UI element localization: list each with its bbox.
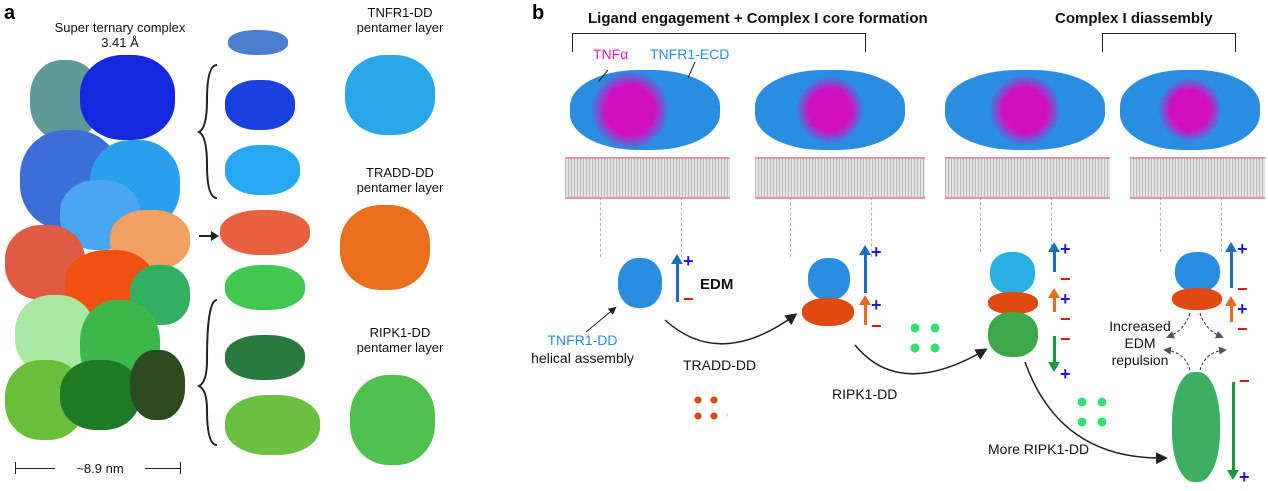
repulsion-label: Increased EDM repulsion <box>1109 318 1171 368</box>
more-ripk1-dd-label: More RIPK1-DD <box>988 441 1090 457</box>
edm-arrow-tnfr1 <box>1048 242 1060 272</box>
edm-arrow-tnfr1 <box>859 245 871 293</box>
plus-sign: + <box>1060 289 1071 309</box>
brace-bottom-icon <box>196 299 218 446</box>
minus-sign: − <box>1237 279 1248 299</box>
released-ripk1-filament <box>1172 372 1220 482</box>
minus-sign: − <box>1239 371 1250 391</box>
tnf-label: TNFα <box>593 46 629 62</box>
minus-sign: − <box>1237 319 1248 339</box>
plus-sign: + <box>871 295 882 315</box>
tradd-layer-top-view <box>340 205 430 290</box>
edm-arrow-tradd <box>859 295 871 325</box>
ripk1-dd-label: RIPK1-DD <box>832 386 898 402</box>
brace-top-icon <box>196 64 218 199</box>
edm-arrow-tradd <box>1048 288 1060 312</box>
plus-sign: + <box>1237 239 1248 259</box>
edm-arrow-tradd <box>1225 296 1237 322</box>
layer-label-ripk1: RIPK1-DD <box>369 325 431 340</box>
tradd-dd-label: TRADD-DD <box>683 357 757 373</box>
minus-sign: − <box>683 289 694 309</box>
stage2-bracket <box>1102 33 1236 52</box>
stage1-title: Ligand engagement + Complex I core forma… <box>588 10 928 27</box>
tnfr1-layer-top-view <box>345 55 435 135</box>
plus-sign: + <box>1239 467 1250 487</box>
layer-label-tnfr1: TNFR1-DD <box>367 5 433 20</box>
edm-arrow-1 <box>671 254 683 302</box>
panel-b-label: b <box>532 2 545 24</box>
stage2-title: Complex I diassembly <box>1055 10 1213 27</box>
more-ripk1-dd-monomers <box>1072 392 1114 432</box>
minus-sign: − <box>1060 309 1071 329</box>
ripk1-dd-monomers <box>905 318 950 358</box>
brace-icons <box>196 64 219 446</box>
minus-sign: − <box>871 316 882 336</box>
layer-sub-tnfr1: pentamer layer <box>356 20 444 35</box>
scale-bar-right-tick <box>180 462 181 474</box>
edm-arrow-ripk1 <box>1048 336 1060 372</box>
edm-arrow-ripk1 <box>1227 382 1239 480</box>
scale-bar-label: ~8.9 nm <box>55 461 145 476</box>
panel-a-label: a <box>4 2 16 24</box>
edm-arrow-tnfr1 <box>1225 242 1237 288</box>
tnfr1-dd-sub: helical assembly <box>531 350 634 366</box>
tnfr1-dd-label: TNFR1-DD <box>547 332 618 348</box>
layer-label-tradd: TRADD-DD <box>366 165 434 180</box>
resolution: 3.41 Å <box>101 35 139 50</box>
ripk1-layer-top-view <box>350 375 435 465</box>
scale-bar-left-tick <box>15 462 16 474</box>
plus-sign: + <box>1060 364 1071 384</box>
plus-sign: + <box>1060 239 1071 259</box>
layer-sub-ripk1: pentamer layer <box>356 340 444 355</box>
plus-sign: + <box>1237 299 1248 319</box>
ecd-label: TNFR1-ECD <box>650 46 730 62</box>
edm-label: EDM <box>700 276 734 293</box>
tradd-dd-monomers <box>690 392 728 426</box>
complex-title: Super ternary complex <box>54 20 186 35</box>
minus-sign: − <box>1060 329 1071 349</box>
stage1-bracket <box>572 33 866 52</box>
layer-sub-tradd: pentamer layer <box>356 180 444 195</box>
plus-sign: + <box>871 242 882 262</box>
plus-sign: + <box>683 251 694 271</box>
minus-sign: − <box>1060 269 1071 289</box>
